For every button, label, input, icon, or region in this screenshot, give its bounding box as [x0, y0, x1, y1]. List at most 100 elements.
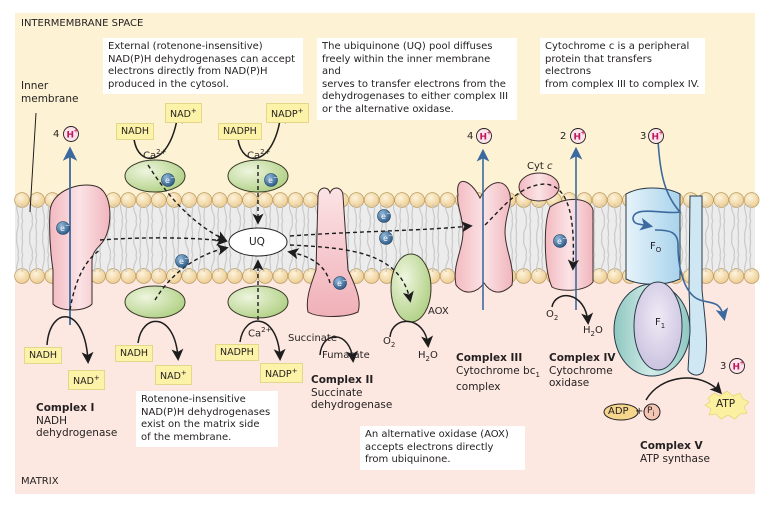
atp-synthase-f1-inner — [633, 281, 683, 371]
chip-nadp-plus-internal: NADP+ — [260, 363, 303, 384]
chip-nadh-complex-i: NADH — [24, 347, 63, 364]
svg-text:−: − — [65, 222, 70, 229]
svg-text:e: e — [60, 224, 65, 233]
svg-text:e: e — [268, 176, 273, 185]
complex-iv-shape — [544, 199, 594, 291]
ubiquinone-label: UQ — [249, 236, 265, 248]
svg-text:−: − — [273, 174, 278, 181]
note-external-dehydrogenases: External (rotenone-insensitive)NAD(P)H d… — [103, 38, 303, 95]
complex-v-proton-path — [632, 139, 682, 231]
chip-nadp-plus-external: NADP+ — [266, 103, 309, 124]
pi-label: Pi — [647, 406, 655, 418]
svg-text:e: e — [337, 279, 342, 288]
atp-burst — [704, 390, 750, 420]
electron-icon: e− — [333, 276, 347, 290]
atp-label: ATP — [716, 398, 736, 410]
proton-icon: H+ — [648, 128, 664, 144]
h2o-label-aox: H2O — [418, 350, 438, 363]
proton-icon: H+ — [476, 128, 492, 144]
proton-count-complex-iv: 2 — [560, 131, 567, 142]
calcium-label-internal-nadph: Ca2+ — [248, 326, 272, 340]
svg-text:e: e — [179, 257, 184, 266]
electron-icon: e− — [264, 173, 278, 187]
fo-label: FO — [650, 241, 662, 254]
svg-text:e: e — [165, 176, 170, 185]
chip-nad-plus-complex-i: NAD+ — [68, 370, 105, 391]
svg-text:+: + — [74, 128, 79, 135]
ubiquinone-pool — [228, 227, 288, 257]
svg-text:−: − — [388, 232, 393, 239]
electron-icon: e− — [161, 173, 175, 187]
proton-count-complex-v-out: 3 — [720, 361, 727, 372]
inner-membrane-label: Inner membrane — [21, 80, 79, 105]
chip-nadh-internal: NADH — [115, 345, 154, 362]
svg-text:e: e — [557, 237, 562, 246]
svg-text:e: e — [381, 212, 386, 221]
adp-label: ADP — [608, 406, 629, 417]
proton-count-complex-i: 4 — [53, 129, 60, 140]
proton-icon: H+ — [570, 128, 586, 144]
electron-icon: e− — [175, 254, 189, 268]
f1-label: F1 — [655, 317, 666, 330]
o2-label-complex-iv: O2 — [546, 309, 559, 322]
intermembrane-space-label: INTERMEMBRANE SPACE — [21, 18, 144, 29]
matrix-label: MATRIX — [21, 476, 59, 487]
proton-count-complex-iii: 4 — [467, 131, 474, 142]
aox-label: AOX — [428, 306, 449, 317]
membrane-pointer-line — [29, 112, 37, 213]
atp-synthase-fo — [625, 187, 681, 285]
svg-text:e: e — [383, 234, 388, 243]
proton-count-complex-v-in: 3 — [640, 131, 647, 142]
svg-text:H: H — [652, 133, 660, 143]
svg-text:−: − — [342, 277, 347, 284]
complex-i-shape — [49, 184, 111, 311]
complex-iii-shape — [454, 181, 514, 293]
electron-icon: e− — [553, 234, 567, 248]
proton-icon: H+ — [729, 358, 745, 374]
svg-text:H: H — [480, 133, 488, 143]
plus-label: + — [635, 406, 644, 417]
chip-nadh-external: NADH — [116, 123, 155, 140]
cytochrome-c — [518, 172, 560, 202]
electron-icon: e− — [379, 231, 393, 245]
proton-icon: H+ — [63, 126, 79, 142]
svg-text:H: H — [67, 131, 75, 141]
svg-text:−: − — [170, 174, 175, 181]
svg-text:−: − — [386, 210, 391, 217]
pi-circle — [643, 403, 661, 421]
svg-text:+: + — [740, 360, 745, 367]
note-alternative-oxidase: An alternative oxidase (AOX)accepts elec… — [360, 426, 525, 470]
h2o-label-complex-iv: H2O — [583, 325, 603, 338]
chip-nad-plus-external: NAD+ — [165, 103, 202, 124]
svg-text:H: H — [574, 133, 582, 143]
electron-icon: e− — [377, 209, 391, 223]
svg-text:H: H — [733, 363, 741, 373]
svg-text:−: − — [184, 255, 189, 262]
adp-oval — [603, 403, 639, 421]
electron-icon: e− — [56, 221, 70, 235]
internal-nadh-dehydrogenase — [124, 285, 186, 319]
chip-nad-plus-internal: NAD+ — [155, 365, 192, 386]
svg-text:+: + — [487, 130, 492, 137]
calcium-label-external-nadh: Ca2+ — [143, 148, 167, 162]
svg-text:+: + — [659, 130, 664, 137]
o2-label-aox: O2 — [383, 336, 396, 349]
cyt-c-label: Cyt c — [527, 161, 553, 172]
svg-text:+: + — [581, 130, 586, 137]
calcium-label-external-nadph: Ca2+ — [247, 148, 271, 162]
chip-nadph-external: NADPH — [218, 123, 262, 140]
alternative-oxidase — [390, 253, 432, 323]
external-nadh-dehydrogenase — [124, 159, 186, 193]
svg-text:−: − — [562, 235, 567, 242]
chip-nadph-internal: NADPH — [215, 344, 259, 361]
fumarate-label: Fumarate — [322, 350, 370, 361]
